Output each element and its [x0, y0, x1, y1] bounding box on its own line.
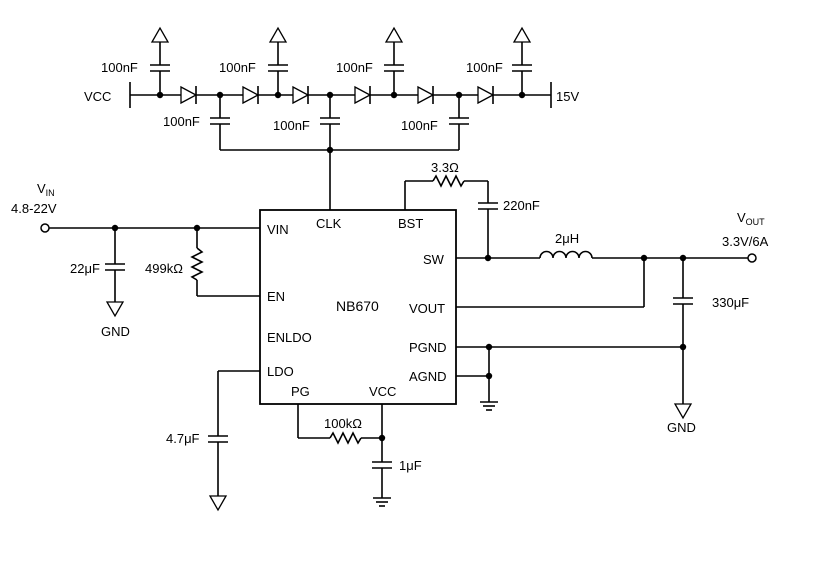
junction-dot [484, 254, 492, 262]
pump-cap-top [512, 26, 532, 95]
junction-dot [390, 91, 398, 99]
junction-dot [326, 91, 334, 99]
junction-dot [156, 91, 164, 99]
pump-cap-bottom [210, 95, 230, 150]
cap-label: 1μF [399, 458, 422, 473]
resistor-label: 3.3Ω [431, 160, 459, 175]
cap-label: 100nF [163, 114, 200, 129]
pump-diode [477, 85, 495, 105]
pump-diode [417, 85, 435, 105]
vin-range-label: 4.8-22V [11, 201, 57, 216]
pin-vin: VIN [267, 222, 289, 237]
gnd-label: GND [667, 420, 696, 435]
pin-bst: BST [398, 216, 423, 231]
pump-diode [180, 85, 198, 105]
cap-label: 100nF [336, 60, 373, 75]
pump-cap-bottom [320, 95, 340, 150]
pin-agnd: AGND [409, 369, 447, 384]
pg-vcc-section: 100kΩ 1μF [297, 404, 422, 507]
pin-sw: SW [423, 252, 445, 267]
cap-label: 100nF [466, 60, 503, 75]
ic-body [259, 209, 457, 405]
vout-spec-label: 3.3V/6A [722, 234, 769, 249]
vin-label: VIN [37, 181, 55, 198]
junction-dot [378, 434, 386, 442]
resistor-label: 100kΩ [324, 416, 362, 431]
inductor [539, 250, 593, 259]
input-section: VIN 4.8-22V 22μF 499kΩ GND [11, 181, 260, 339]
junction-dot [216, 91, 224, 99]
ic-nb670: NB670 VIN CLK BST SW EN VOUT ENLDO PGND … [259, 209, 457, 405]
en-resistor [190, 228, 260, 297]
pump-cap-top [384, 26, 404, 95]
junction-dot [326, 146, 334, 154]
pin-pgnd: PGND [409, 340, 447, 355]
vout-terminal [747, 253, 757, 263]
pin-pg: PG [291, 384, 310, 399]
gnd-label: GND [101, 324, 130, 339]
vcc-net-label: VCC [84, 89, 111, 104]
pin-en: EN [267, 289, 285, 304]
junction-dot [274, 91, 282, 99]
charge-pump: VCC 15V 100nF 100nF 100nF 100nF 100nF 10… [84, 26, 579, 210]
pump-cap-top [150, 26, 170, 95]
ic-name: NB670 [336, 298, 379, 314]
pin-ldo: LDO [267, 364, 294, 379]
cap-label: 100nF [401, 118, 438, 133]
cap-label: 100nF [273, 118, 310, 133]
pin-vcc: VCC [369, 384, 396, 399]
input-capacitor [105, 228, 125, 318]
pump-diode [292, 85, 310, 105]
pump-diode [242, 85, 260, 105]
vin-terminal [40, 223, 50, 233]
junction-dot [455, 91, 463, 99]
pin-enldo: ENLDO [267, 330, 312, 345]
cap-label: 100nF [219, 60, 256, 75]
cap-label: 220nF [503, 198, 540, 213]
pin-vout: VOUT [409, 301, 445, 316]
cap-label: 4.7μF [166, 431, 200, 446]
pump-cap-top [268, 26, 288, 95]
pump-cap-bottom [449, 95, 469, 150]
inductor-label: 2μH [555, 231, 579, 246]
cap-label: 330μF [712, 295, 749, 310]
resistor-label: 499kΩ [145, 261, 183, 276]
cap-label: 22μF [70, 261, 100, 276]
pump-diode [354, 85, 372, 105]
vout-label: VOUT [737, 210, 765, 227]
junction-dot [518, 91, 526, 99]
out-15v-label: 15V [556, 89, 579, 104]
cap-label: 100nF [101, 60, 138, 75]
pin-clk: CLK [316, 216, 342, 231]
ldo-section: 4.7μF [166, 370, 260, 512]
output-section: 3.3Ω 220nF 2μH 330μF GND VOUT 3.3V/6A [404, 160, 769, 435]
